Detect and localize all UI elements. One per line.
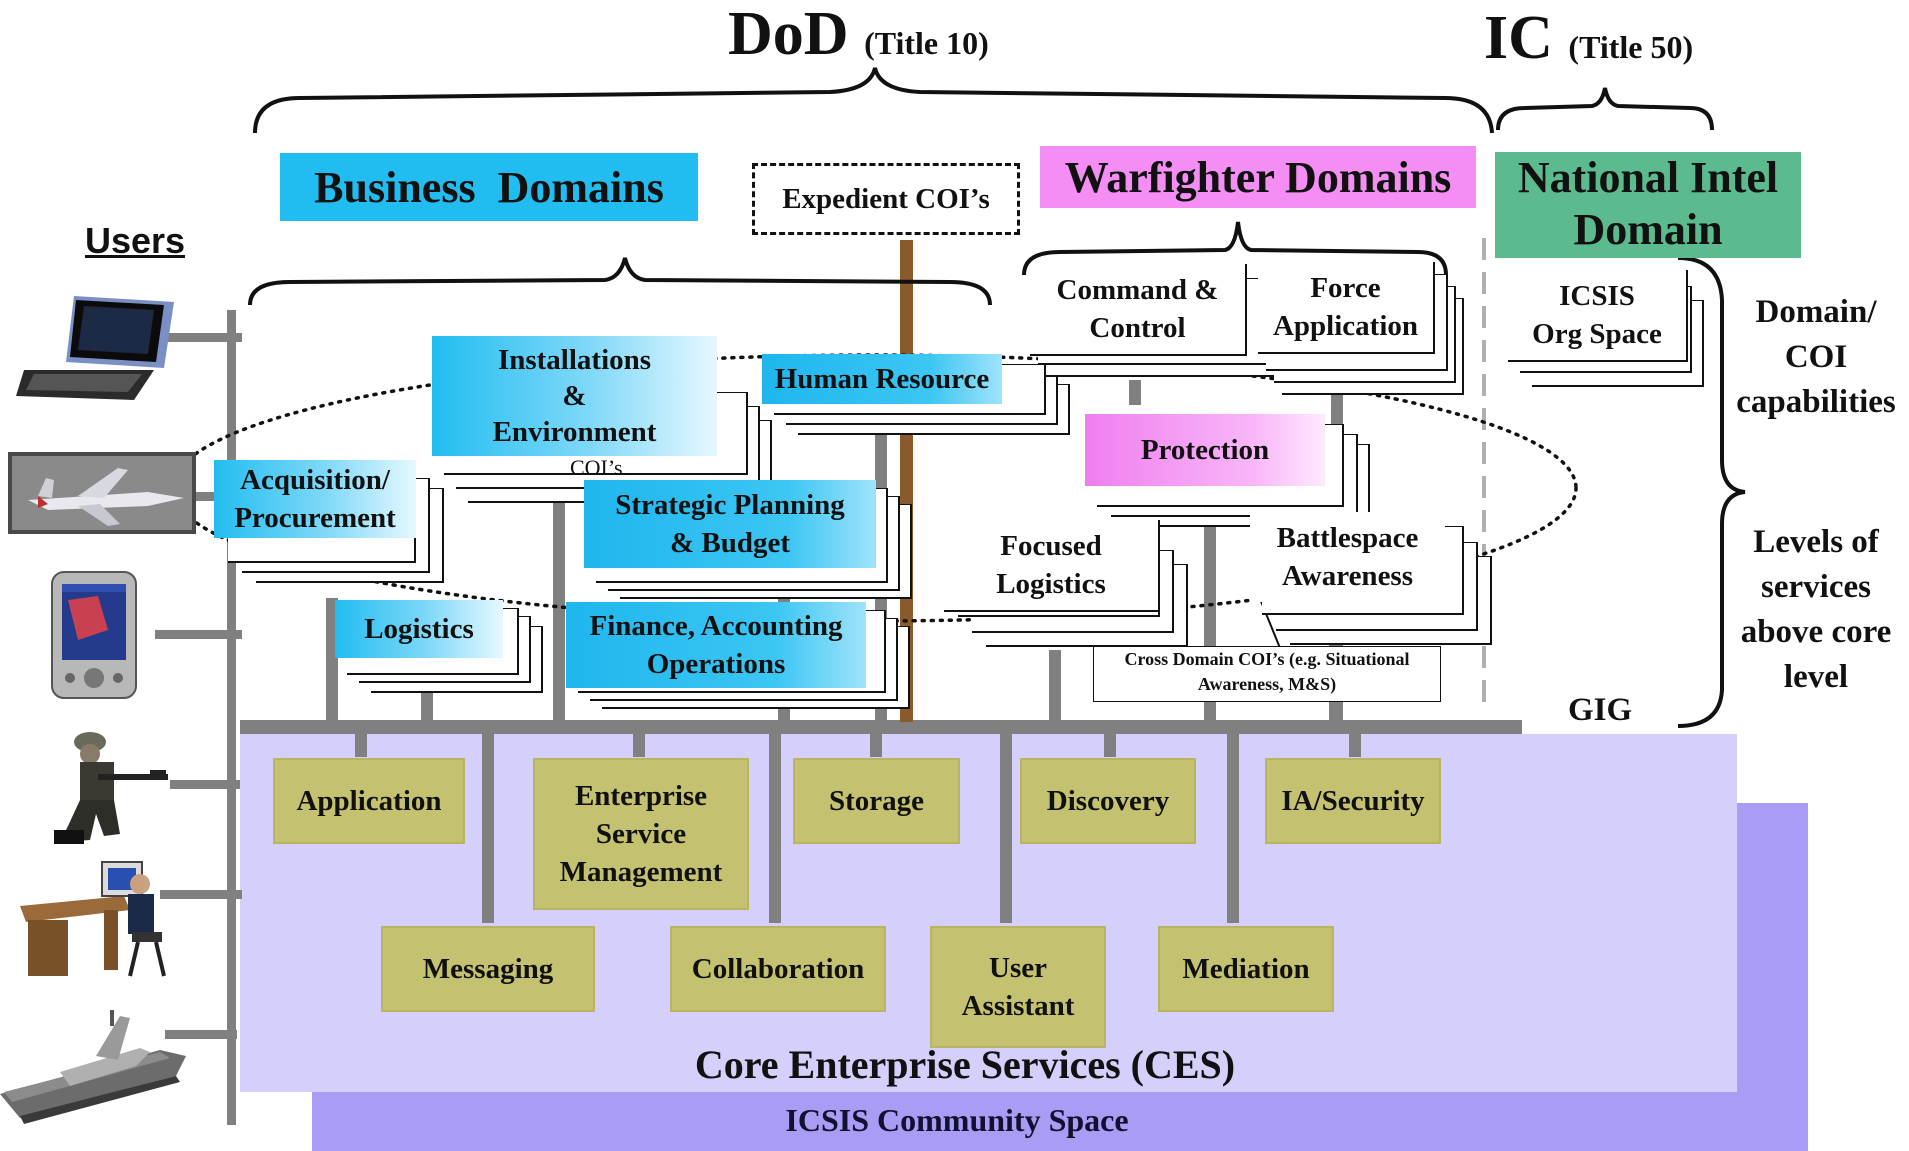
pda-icon bbox=[51, 571, 137, 699]
national-intel-domain-header: National Intel Domain bbox=[1495, 152, 1801, 258]
soldier-icon bbox=[54, 732, 168, 844]
warship-icon bbox=[0, 1010, 186, 1124]
dod-label: DoD bbox=[728, 0, 849, 68]
warfighter-domains-header: Warfighter Domains bbox=[1040, 146, 1476, 208]
ic-title: (Title 50) bbox=[1568, 29, 1694, 65]
dod-header: DoD (Title 10) bbox=[728, 0, 989, 77]
laptop-icon bbox=[16, 296, 174, 400]
levels-of-services-label: Levels of services above core level bbox=[1740, 524, 1892, 695]
service-ia-security: IA/Security bbox=[1265, 758, 1441, 844]
service-mediation: Mediation bbox=[1158, 926, 1334, 1012]
service-storage: Storage bbox=[793, 758, 960, 844]
dod-title: (Title 10) bbox=[864, 25, 989, 61]
cross-domain-coi-box: Cross Domain COI’s (e.g. Situational Awa… bbox=[1093, 646, 1441, 702]
users-label: Users bbox=[84, 220, 186, 261]
ces-label: Core Enterprise Services (CES) bbox=[694, 1042, 1236, 1087]
ic-header: IC (Title 50) bbox=[1484, 4, 1693, 81]
business-domains-header: Business Domains bbox=[280, 153, 698, 221]
expedient-cois-box: Expedient COI’s bbox=[752, 163, 1020, 235]
service-messaging: Messaging bbox=[381, 926, 595, 1012]
coi-note: COI’s bbox=[570, 455, 623, 480]
service-user-assistant: User Assistant bbox=[930, 926, 1106, 1048]
service-discovery: Discovery bbox=[1020, 758, 1196, 844]
gig-label: GIG bbox=[1568, 692, 1633, 728]
service-collaboration: Collaboration bbox=[670, 926, 886, 1012]
service-enterprise-service-management: Enterprise Service Management bbox=[533, 758, 749, 910]
fighter-jet-icon bbox=[8, 452, 196, 534]
domain-coi-capabilities-label: Domain/ COI capabilities bbox=[1736, 294, 1896, 420]
ic-label: IC bbox=[1484, 4, 1553, 72]
icsis-community-label: ICSIS Community Space bbox=[785, 1102, 1129, 1138]
desk-worker-icon bbox=[20, 861, 166, 977]
service-application: Application bbox=[273, 758, 465, 844]
